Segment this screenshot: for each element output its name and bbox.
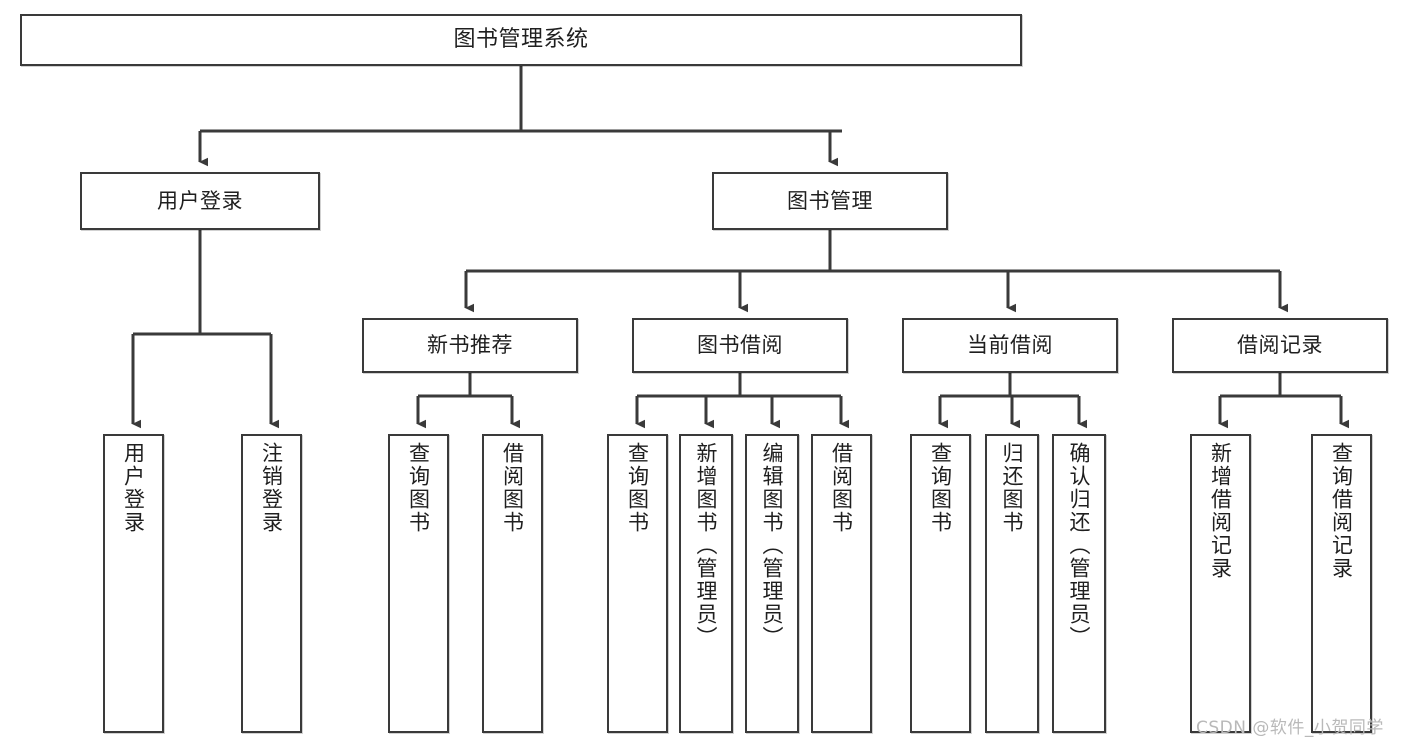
node-leaf-query-book-3-label: 查询图书: [928, 442, 953, 534]
node-leaf-query-record[interactable]: 查询借阅记录: [1311, 434, 1372, 733]
node-leaf-return-book-label: 归还图书: [1000, 442, 1025, 534]
node-leaf-return-book[interactable]: 归还图书: [985, 434, 1039, 733]
node-book-borrow-label: 图书借阅: [697, 333, 783, 358]
node-current-borrow-label: 当前借阅: [967, 333, 1053, 358]
node-current-borrow[interactable]: 当前借阅: [902, 318, 1118, 373]
node-leaf-add-book-label: 新增图书（管理员）: [694, 442, 719, 649]
node-user-login[interactable]: 用户登录: [80, 172, 320, 230]
node-leaf-confirm-return[interactable]: 确认归还（管理员）: [1052, 434, 1106, 733]
node-leaf-user-login-label: 用户登录: [121, 442, 146, 534]
node-borrow-record-label: 借阅记录: [1237, 333, 1323, 358]
node-root[interactable]: 图书管理系统: [20, 14, 1022, 66]
node-leaf-query-book-2[interactable]: 查询图书: [607, 434, 668, 733]
node-leaf-add-record-label: 新增借阅记录: [1208, 442, 1233, 580]
node-leaf-add-book[interactable]: 新增图书（管理员）: [679, 434, 733, 733]
node-leaf-confirm-return-label: 确认归还（管理员）: [1067, 442, 1092, 649]
node-leaf-logout-login-label: 注销登录: [259, 442, 284, 534]
node-root-label: 图书管理系统: [453, 27, 589, 53]
node-leaf-edit-book-label: 编辑图书（管理员）: [760, 442, 785, 649]
node-leaf-query-book-1-label: 查询图书: [406, 442, 431, 534]
node-book-borrow[interactable]: 图书借阅: [632, 318, 848, 373]
node-borrow-record[interactable]: 借阅记录: [1172, 318, 1388, 373]
node-leaf-borrow-book-1-label: 借阅图书: [500, 442, 525, 534]
node-leaf-query-book-3[interactable]: 查询图书: [910, 434, 971, 733]
node-book-management-label: 图书管理: [787, 188, 873, 213]
node-leaf-query-book-1[interactable]: 查询图书: [388, 434, 449, 733]
node-new-book-recommend[interactable]: 新书推荐: [362, 318, 578, 373]
node-user-login-label: 用户登录: [157, 188, 243, 213]
node-leaf-logout-login[interactable]: 注销登录: [241, 434, 302, 733]
node-leaf-query-record-label: 查询借阅记录: [1329, 442, 1354, 580]
node-leaf-borrow-book-1[interactable]: 借阅图书: [482, 434, 543, 733]
node-leaf-edit-book[interactable]: 编辑图书（管理员）: [745, 434, 799, 733]
node-leaf-borrow-book-2[interactable]: 借阅图书: [811, 434, 872, 733]
node-leaf-borrow-book-2-label: 借阅图书: [829, 442, 854, 534]
node-book-management[interactable]: 图书管理: [712, 172, 948, 230]
node-leaf-query-book-2-label: 查询图书: [625, 442, 650, 534]
node-leaf-add-record[interactable]: 新增借阅记录: [1190, 434, 1251, 733]
csdn-watermark: CSDN @软件_小贺同学: [1196, 718, 1384, 738]
node-leaf-user-login[interactable]: 用户登录: [103, 434, 164, 733]
node-new-book-recommend-label: 新书推荐: [427, 333, 513, 358]
